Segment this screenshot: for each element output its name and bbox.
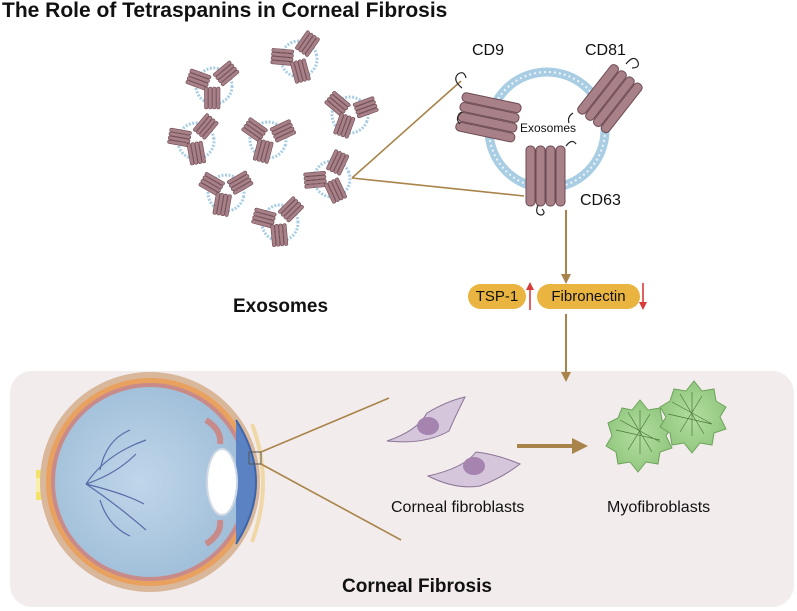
small-exosome-icon: [251, 196, 304, 247]
cd81-label: CD81: [585, 42, 626, 59]
small-exosome-cluster: [167, 30, 379, 247]
cd81-tetraspanin-icon: [567, 57, 643, 134]
exosome-inner-label: Exosomes: [520, 121, 577, 135]
myofibroblast-cells: [605, 380, 727, 473]
exosomes-label: Exosomes: [233, 296, 329, 317]
zoom-connector-eye: [260, 397, 402, 541]
flow-arrow-exosome-to-regulation: [561, 210, 571, 284]
tsp1-up-arrow: [526, 282, 534, 310]
cd63-tetraspanin-icon: [525, 140, 577, 216]
fibronectin-down-arrow: [639, 283, 647, 310]
tsp1-pill: TSP-1: [468, 284, 526, 309]
cd9-tetraspanin-icon: [455, 72, 522, 143]
small-exosome-icon: [198, 170, 254, 217]
diagram-title: The Role of Tetraspanins in Corneal Fibr…: [2, 0, 448, 22]
corneal-fibrosis-label: Corneal Fibrosis: [342, 576, 492, 597]
fibronectin-pill: Fibronectin: [537, 284, 640, 309]
small-exosome-icon: [270, 30, 320, 84]
small-exosome-icon: [303, 149, 352, 204]
small-exosome-icon: [324, 91, 379, 139]
differentiation-arrow: [517, 438, 588, 454]
eye-cross-section: [36, 372, 265, 592]
corneal-fibroblast-cells: [386, 396, 521, 488]
cd9-label: CD9: [472, 42, 505, 59]
small-exosome-icon: [241, 117, 296, 164]
large-exosome: [455, 57, 643, 216]
small-exosome-icon: [167, 113, 219, 166]
myofibroblasts-label: Myofibroblasts: [607, 499, 711, 516]
zoom-connector-exosome: [351, 80, 525, 197]
cd63-label: CD63: [580, 192, 621, 209]
flow-arrow-regulation-to-fibrosis: [561, 314, 571, 382]
small-exosome-icon: [185, 60, 240, 110]
corneal-fibroblasts-label: Corneal fibroblasts: [391, 499, 525, 516]
